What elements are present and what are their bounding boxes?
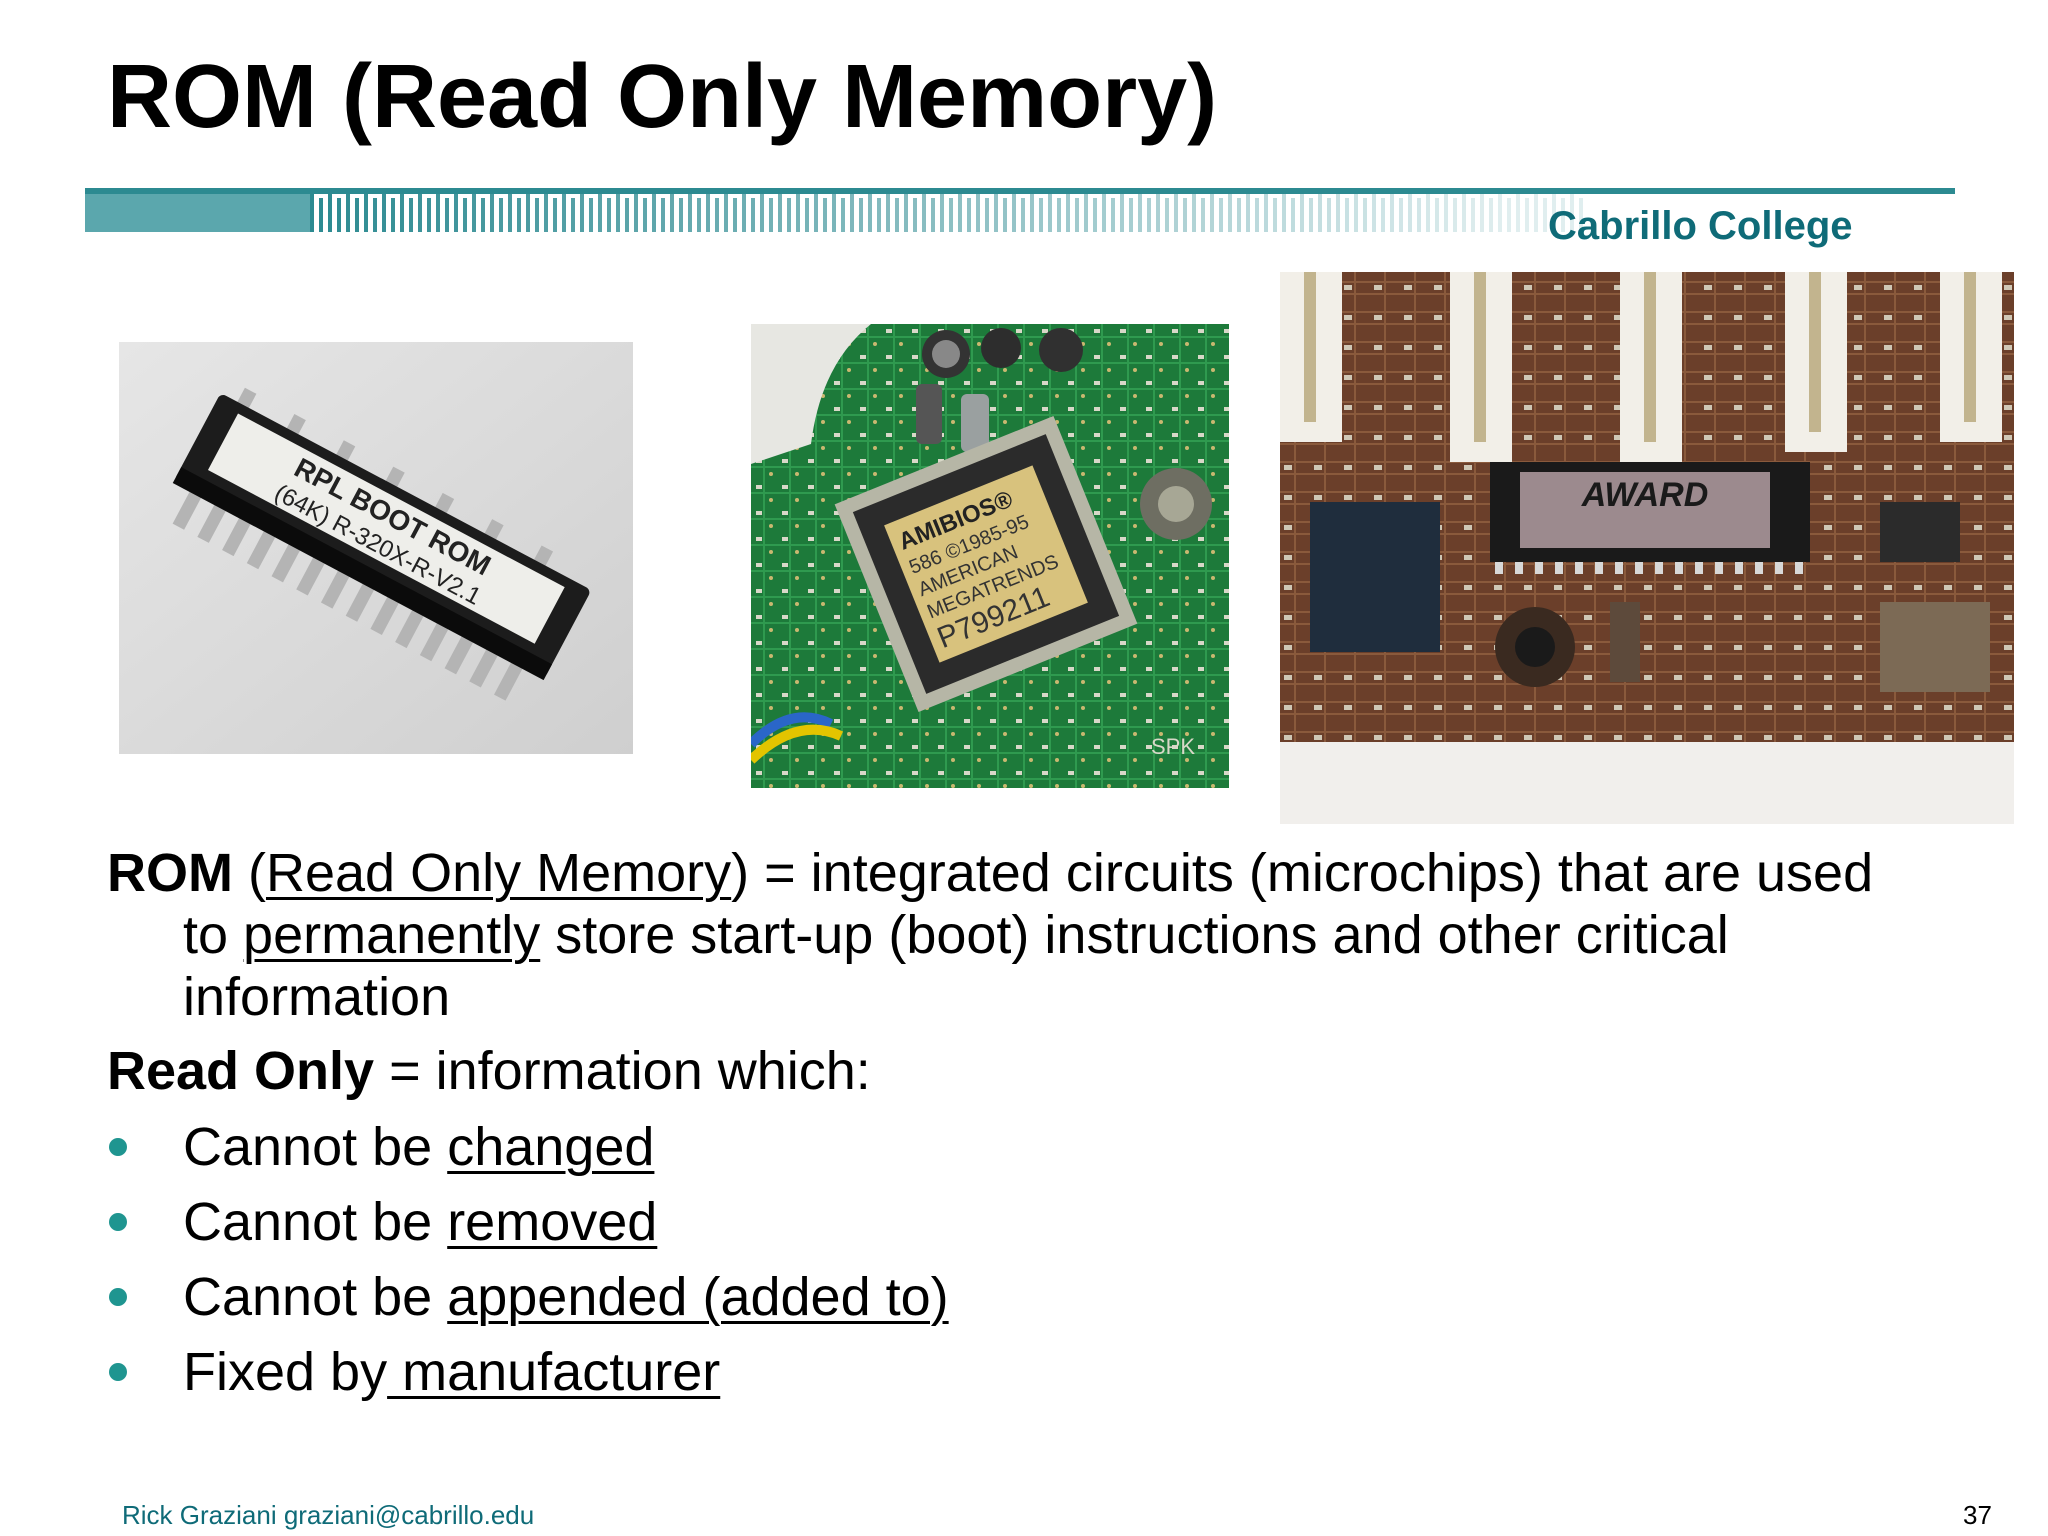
rom-chip-photo: RPL BOOT ROM (64K) R-320X-R-V2.1: [119, 342, 633, 754]
definition-line3: information: [183, 967, 451, 1027]
svg-text:SPK: SPK: [1151, 734, 1195, 759]
page-number: 37: [1963, 1500, 1992, 1530]
bios-chip-photo: AMIBIOS® 586 ©1985-95 AMERICAN MEGATREND…: [751, 324, 1229, 788]
term-read-only: Read Only: [107, 1041, 375, 1101]
bullet-list: Cannot be changed Cannot be removed Cann…: [107, 1116, 1997, 1416]
definition-line1: ) = integrated circuits (microchips) tha…: [731, 843, 1874, 903]
definition-line2-prefix: to: [183, 905, 244, 965]
term-rom: ROM: [107, 843, 233, 903]
bullet-item: Cannot be appended (added to): [107, 1266, 1997, 1341]
bullet-dot-icon: [109, 1138, 127, 1156]
definition-line2: to permanently store start-up (boot) ins…: [107, 904, 1997, 966]
read-only-heading: Read Only = information which:: [107, 1040, 1997, 1102]
slide-title: ROM (Read Only Memory): [107, 47, 1218, 147]
read-only-rest: = information which:: [374, 1041, 871, 1101]
bullet-item: Cannot be changed: [107, 1116, 1997, 1191]
college-name: Cabrillo College: [1548, 204, 1853, 248]
award-bios-board-photo: AWARD: [1280, 272, 2014, 824]
slide-body: ROM (Read Only Memory) = integrated circ…: [107, 842, 1997, 1416]
bullet-dot-icon: [109, 1213, 127, 1231]
footer-author: Rick Graziani graziani@cabrillo.edu: [122, 1500, 535, 1530]
svg-text:AWARD: AWARD: [1581, 476, 1709, 514]
open-paren: (: [248, 843, 266, 903]
term-expanded: Read Only Memory: [265, 843, 732, 903]
header-banner: [85, 188, 1955, 246]
banner-stripes: [85, 188, 1955, 232]
definition-line2-rest: store start-up (boot) instructions and o…: [540, 905, 1729, 965]
bullet-item: Cannot be removed: [107, 1191, 1997, 1266]
bullet-dot-icon: [109, 1363, 127, 1381]
bullet-dot-icon: [109, 1288, 127, 1306]
bullet-item: Fixed by manufacturer: [107, 1341, 1997, 1416]
term-permanently: permanently: [243, 905, 541, 965]
rom-definition: ROM (Read Only Memory) = integrated circ…: [107, 842, 1997, 1028]
